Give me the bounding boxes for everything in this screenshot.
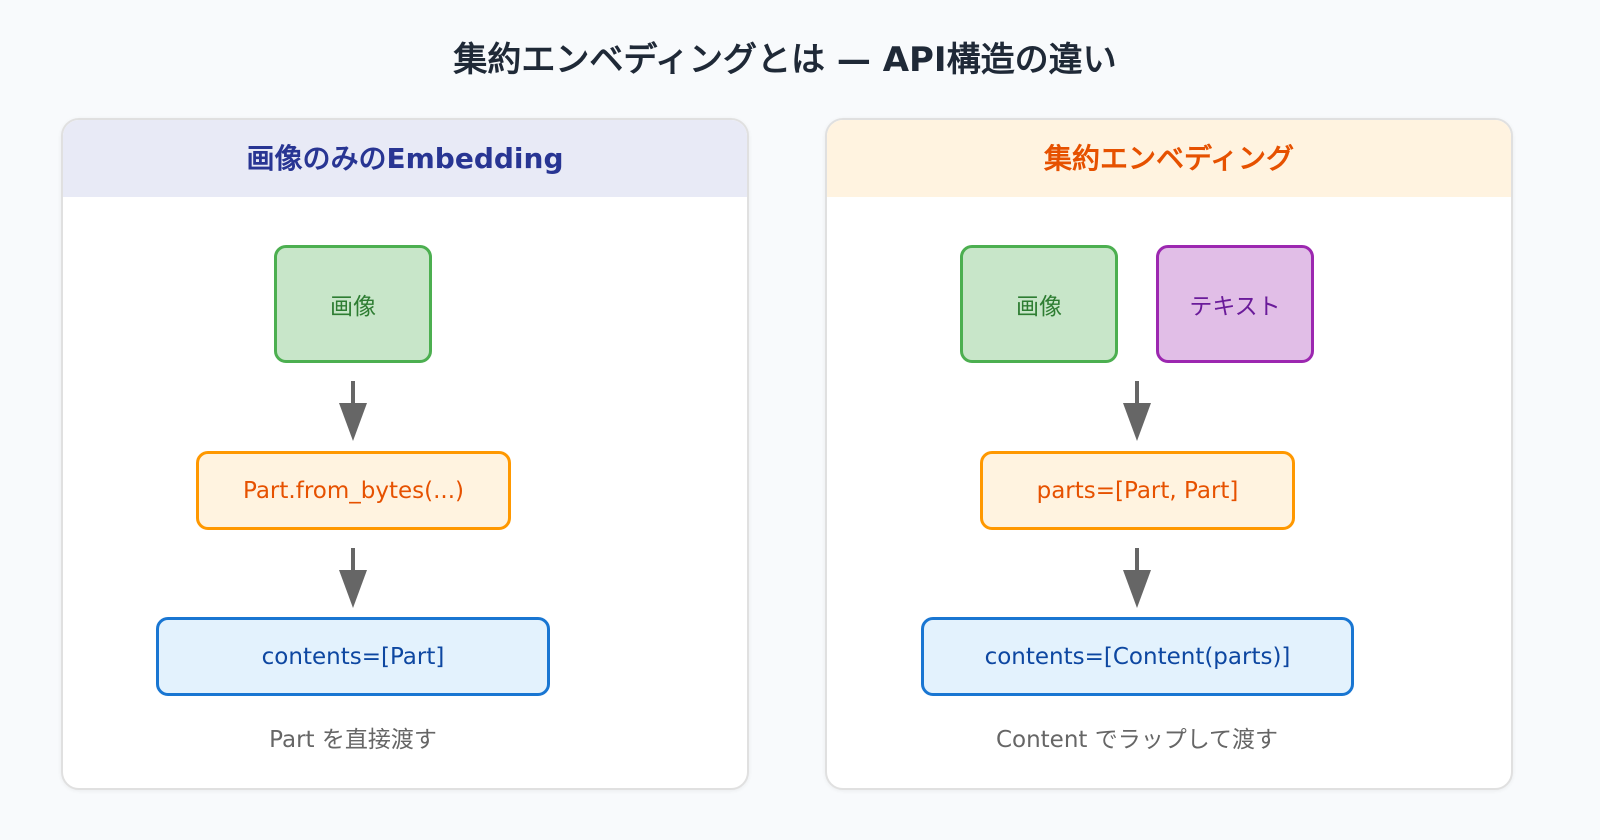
left-caption: Part を直接渡す	[269, 727, 437, 753]
arrow-down-icon	[1123, 548, 1151, 608]
contents-part-box: contents=[Part]	[156, 617, 550, 696]
contents-content-box: contents=[Content(parts)]	[921, 617, 1354, 696]
page-title: 集約エンベディングとは — API構造の違い	[453, 40, 1117, 80]
left-panel-header: 画像のみのEmbedding	[63, 120, 747, 197]
part-from-bytes-box: Part.from_bytes(...)	[196, 451, 511, 530]
right-caption: Content でラップして渡す	[995, 727, 1279, 753]
parts-list-box: parts=[Part, Part]	[980, 451, 1295, 530]
image-input-box: 画像	[960, 245, 1118, 363]
text-input-box: テキスト	[1156, 245, 1314, 363]
arrow-down-icon	[339, 381, 367, 441]
arrow-down-icon	[339, 548, 367, 608]
image-input-box: 画像	[274, 245, 432, 363]
arrow-down-icon	[1123, 381, 1151, 441]
right-panel-header: 集約エンベディング	[827, 120, 1511, 197]
